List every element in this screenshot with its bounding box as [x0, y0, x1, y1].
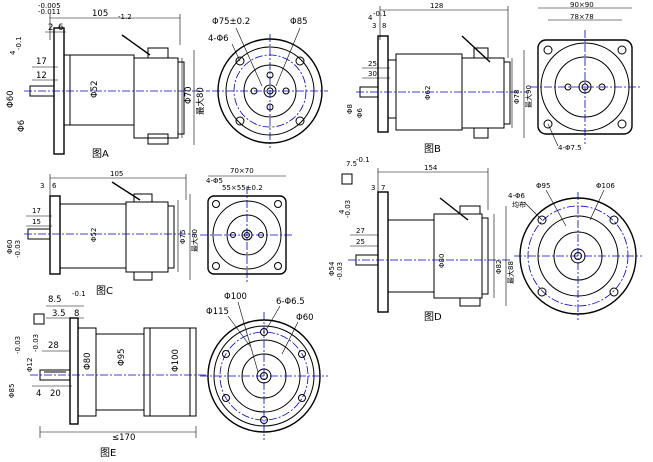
view-a-d12: 12: [36, 71, 47, 81]
view-e-d8: 8: [74, 309, 79, 319]
view-b-caption: 图B: [424, 143, 441, 155]
view-b-square: 90×90: [570, 1, 594, 9]
view-b-d8: 8: [382, 22, 386, 30]
view-b-square2: 78×78: [570, 13, 594, 21]
view-d-tol4: -0.03: [344, 200, 352, 218]
view-a-tol-top2: -0.011: [38, 8, 61, 16]
view-b-length: 128: [430, 2, 443, 10]
view-c-side: 105 3 6 17 15 Φ60 -0.03 Φ52 Φ75 最大80 图C: [6, 170, 199, 297]
view-d-left4: 4: [338, 209, 346, 214]
view-a-tol-top: -0.005: [38, 2, 61, 10]
view-c-length: 105: [110, 170, 123, 178]
view-e-end: Φ100 Φ115 6-Φ6.5 Φ60: [200, 292, 328, 440]
view-a-length-tol: -1.2: [118, 13, 132, 21]
view-c-end: 70×70 4-Φ5 55×55±0.2: [200, 167, 294, 284]
view-b-d25: 25: [368, 60, 377, 68]
view-d-dia95: Φ95: [536, 182, 550, 190]
view-a-pcd: Φ75±0.2: [212, 17, 250, 27]
view-c-d17: 17: [32, 207, 41, 215]
view-b-d62: Φ62: [424, 86, 432, 100]
view-a-left4b: -0.1: [15, 36, 23, 50]
view-d-d82: Φ82: [495, 260, 503, 274]
view-e-d4: 4: [36, 389, 41, 399]
view-a-max80: 最大80: [195, 87, 206, 115]
view-a-caption: 图A: [92, 148, 109, 160]
view-a-holes: 4-Φ6: [208, 34, 229, 44]
view-d-d25: 25: [356, 238, 365, 246]
view-a-dia6: Φ6: [17, 120, 27, 132]
view-d-length: 154: [424, 164, 438, 172]
view-e-side: 8.5 -0.1 3.5 8 28 4 20 Φ85 -0.03 Φ12 -0.…: [8, 290, 206, 459]
view-c-dia60: Φ60: [6, 240, 14, 254]
view-c-caption: 图C: [96, 285, 113, 297]
view-a-left4: 4: [9, 50, 17, 55]
view-b-side: 128 4 -0.1 3 8 25 30 Φ8 Φ6 Φ62 Φ78 最大90 …: [346, 2, 533, 155]
view-d-caption: 图D: [424, 311, 442, 323]
view-e-tol12: -0.03: [32, 334, 40, 352]
view-e-dia85: Φ85: [8, 384, 16, 398]
view-b-d30: 30: [368, 70, 377, 78]
view-e-pcd115: Φ115: [206, 307, 229, 317]
view-d-pcd: 均布: [512, 200, 526, 209]
view-e-caption: 图E: [100, 447, 116, 459]
view-e-dia80: Φ80: [83, 352, 93, 370]
view-a-d70: Φ70: [184, 86, 194, 104]
view-b-end: 90×90 78×78 4-Φ7.5: [530, 1, 640, 152]
view-c-d3: 3: [40, 182, 44, 190]
view-d-side: 154 7.5 -0.1 3 7 4 -0.03 27 25 Φ54 -0.03…: [328, 156, 515, 323]
view-c-d75: Φ75: [179, 230, 187, 244]
view-d-d3: 3: [371, 184, 375, 192]
view-e-top100: Φ100: [224, 292, 247, 302]
view-d-d7b: 7: [381, 184, 385, 192]
view-d-maxd: 最大88: [506, 261, 515, 284]
view-d-dial: Φ54: [328, 261, 336, 276]
view-d-d80: Φ80: [438, 254, 446, 268]
view-b-d3: 3: [372, 22, 376, 30]
view-a-side: 105 -1.2 -0.005 -0.011 2 6 4 -0.1 Φ60 Φ6…: [6, 2, 210, 160]
view-c-d52: Φ52: [90, 228, 98, 242]
view-d-d7: 7.5: [346, 160, 357, 168]
view-e-tol85b: -0.03: [14, 336, 22, 354]
view-d-holes: 4-Φ6: [508, 192, 525, 200]
view-e-d28: 28: [48, 341, 59, 351]
view-e-length: ≤170: [112, 433, 135, 443]
view-c-d15: 15: [32, 218, 41, 226]
view-a-d17: 17: [36, 57, 47, 67]
view-d-toll: -0.03: [336, 262, 344, 280]
view-a-end: Φ75±0.2 Φ85 4-Φ6: [208, 17, 328, 148]
view-b-left4: 4: [368, 14, 373, 22]
view-e-holes: 6-Φ6.5: [276, 297, 305, 307]
view-d-end: Φ95 Φ106 4-Φ6 均布: [508, 182, 642, 320]
view-c-square: 70×70: [230, 167, 254, 175]
view-e-dia95: Φ95: [117, 348, 127, 366]
view-e-tol85: -0.1: [72, 290, 86, 298]
view-b-dia6: Φ6: [356, 107, 364, 118]
view-b-d78: Φ78: [513, 90, 521, 104]
view-d-d27: 27: [356, 227, 365, 235]
view-a-od85: Φ85: [290, 17, 308, 27]
view-c-tol: -0.03: [14, 240, 22, 258]
view-d-tol7: -0.1: [356, 156, 370, 164]
view-c-d6: 6: [52, 182, 57, 190]
view-a-d52: Φ52: [90, 80, 100, 98]
view-d-dia106: Φ106: [596, 182, 615, 190]
view-a-dia60: Φ60: [6, 90, 16, 108]
view-e-d20: 20: [50, 389, 61, 399]
view-e-d85: 8.5: [48, 295, 62, 305]
view-e-dia100: Φ100: [171, 349, 181, 372]
view-e-dia60: Φ60: [296, 313, 314, 323]
view-b-holes: 4-Φ7.5: [558, 144, 582, 152]
view-c-max80: 最大80: [190, 229, 199, 252]
view-c-pcd: 55×55±0.2: [222, 184, 263, 192]
view-a-step2: 2: [48, 23, 53, 33]
view-e-dia12: Φ12: [26, 358, 34, 372]
view-a-length: 105: [92, 9, 108, 19]
view-b-max90: 最大90: [524, 85, 533, 108]
view-c-holes: 4-Φ5: [206, 177, 223, 185]
view-e-d35: 3.5: [52, 309, 66, 319]
view-b-tol4: -0.1: [373, 10, 387, 18]
view-b-dia: Φ8: [346, 104, 354, 114]
